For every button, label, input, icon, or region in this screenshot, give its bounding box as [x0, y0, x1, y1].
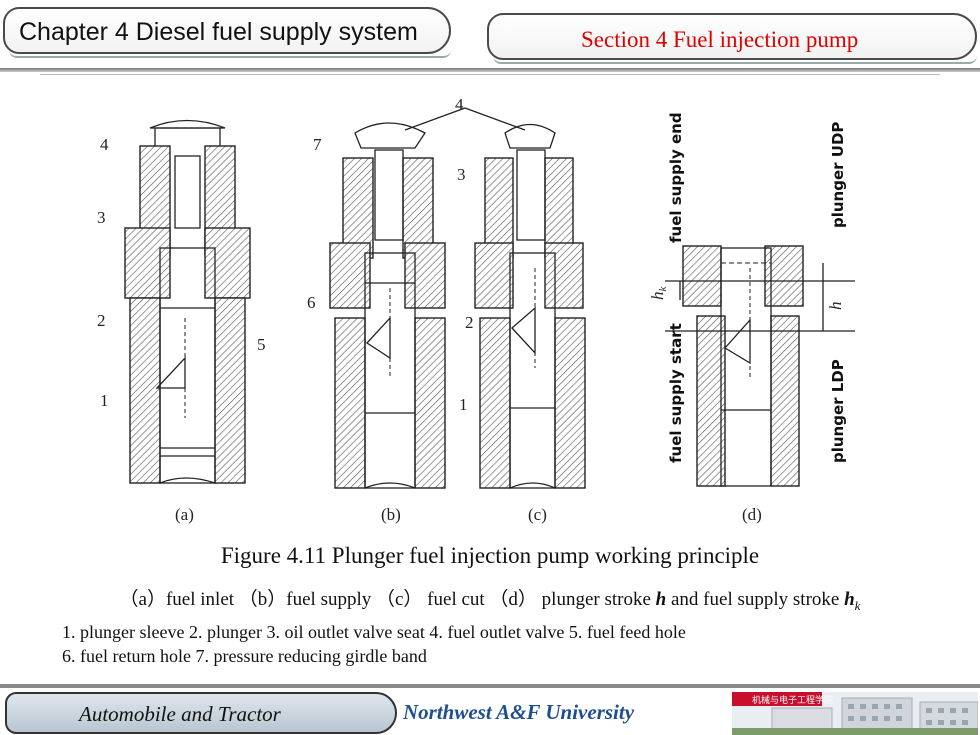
part-number-2a: 2 — [97, 311, 106, 330]
footer-divider — [0, 684, 980, 688]
part-number-6: 6 — [307, 293, 316, 312]
college-logo-banner — [732, 692, 822, 706]
label-plunger-ldp: plunger LDP — [829, 359, 847, 463]
subcaption-text-1: （a）fuel inlet （b）fuel supply （c） fuel cu… — [119, 589, 656, 610]
part-number-4b: 4 — [455, 95, 464, 114]
subcaption-hk-sub: k — [854, 597, 861, 613]
figure-caption: Figure 4.11 Plunger fuel injection pump … — [220, 543, 760, 568]
label-hk-sub: k — [657, 286, 669, 292]
subcaption-h: h — [655, 589, 667, 610]
college-logo-text: 机械与电子工程学院 — [752, 694, 833, 706]
campus-building-image: 机械与电子工程学院 — [732, 692, 978, 735]
header-divider — [0, 68, 980, 72]
panel-c-drawing — [474, 123, 586, 489]
panel-label-a: (a) — [175, 505, 194, 524]
panel-d-drawing — [665, 245, 855, 487]
label-plunger-udp: plunger UDP — [829, 122, 847, 228]
legend-line-1: 1. plunger sleeve 2. plunger 3. oil outl… — [62, 622, 686, 642]
panel-label-d: (d) — [742, 505, 762, 524]
figure-subcaption: （a）fuel inlet （b）fuel supply （c） fuel cu… — [0, 584, 980, 614]
part-number-5: 5 — [257, 335, 266, 354]
label-hk-h: h — [648, 292, 667, 301]
label-fuel-supply-end: fuel supply end — [667, 112, 685, 243]
chapter-tab: Chapter 4 Diesel fuel supply system — [3, 7, 451, 58]
footer-course-name: Automobile and Tractor — [79, 702, 281, 726]
header-divider-thin — [40, 74, 940, 75]
part-number-4a: 4 — [100, 135, 109, 154]
panel-label-c: (c) — [528, 505, 547, 524]
part-number-3b: 3 — [457, 165, 466, 184]
chapter-title: Chapter 4 Diesel fuel supply system — [19, 18, 418, 46]
label-h: h — [826, 302, 845, 311]
footer-course-tab: Automobile and Tractor — [5, 692, 397, 734]
label-fuel-supply-start: fuel supply start — [667, 323, 685, 463]
panel-b-drawing — [329, 122, 446, 489]
subcaption-text-2: and fuel supply stroke — [666, 589, 845, 610]
part-number-7: 7 — [313, 135, 322, 154]
pump-diagram: (a) (b) (c) — [97, 95, 855, 524]
part-number-1a: 1 — [100, 391, 109, 410]
section-title: Section 4 Fuel injection pump — [581, 27, 859, 52]
subcaption-hk: h — [844, 589, 855, 610]
panel-label-b: (b) — [381, 505, 401, 524]
footer-university: Northwest A&F University — [403, 700, 635, 724]
section-tab: Section 4 Fuel injection pump — [487, 13, 977, 64]
panel-a-drawing — [124, 119, 251, 484]
legend-line-2: 6. fuel return hole 7. pressure reducing… — [62, 646, 427, 666]
part-number-3a: 3 — [97, 208, 106, 227]
part-number-2b: 2 — [465, 313, 474, 332]
part-number-1b: 1 — [459, 395, 468, 414]
label-hk: hk — [648, 286, 669, 301]
